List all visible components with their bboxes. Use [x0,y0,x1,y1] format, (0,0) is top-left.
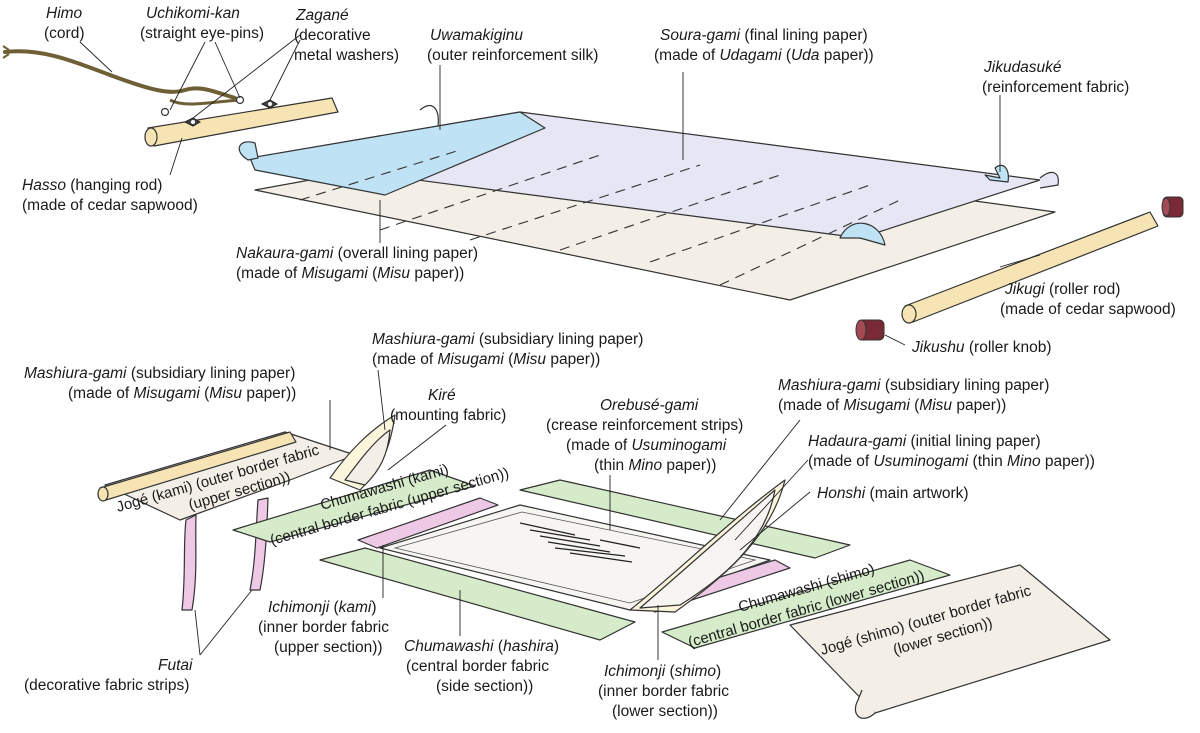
label-jikugi-desc: (made of cedar sapwood) [1000,301,1176,318]
label-kire-desc: (mounting fabric) [390,407,506,424]
futai-strip-right [249,497,269,591]
chumawashi-shimo-strip [661,559,951,649]
label-himo: Himo [46,5,83,22]
jikushu-knob-right [1161,196,1184,218]
label-mashiura-top: Mashiura-gami (subsidiary lining paper) [372,331,643,348]
label-mashiura-left-desc: (made of Misugami (Misu paper)) [68,385,296,402]
label-orebuse: Orebusé-gami [600,397,699,414]
label-hasso: Hasso (hanging rod) [22,177,162,194]
jikugi-roller-rod [901,211,1159,324]
label-futai: Futai [158,657,193,674]
zagane-washer-right [260,99,279,109]
label-mashiura-right: Mashiura-gami (subsidiary lining paper) [778,377,1049,394]
orebuse-gami-strips [519,522,641,563]
label-mashiura-left: Mashiura-gami (subsidiary lining paper) [24,365,295,382]
label-orebuse-desc2: (made of Usuminogami [566,437,727,454]
jikushu-knob-left [855,319,885,341]
label-jikugi: Jikugi (roller rod) [1004,281,1120,298]
label-ichimonji-shimo-desc1: (inner border fabric [598,683,729,700]
label-ichimonji-kami-desc1: (inner border fabric [258,619,389,636]
uchikomi-eyepin-left [160,107,170,117]
label-nakaura-gami-desc: (made of Misugami (Misu paper)) [236,265,464,282]
label-mashiura-top-desc: (made of Misugami (Misu paper)) [372,351,600,368]
uchikomi-eyepin-right [235,95,245,105]
label-jikushu: Jikushu (roller knob) [911,339,1052,356]
zagane-washer-left [183,117,202,127]
label-ichimonji-kami-desc2: (upper section)) [274,639,383,656]
uwamakiginu-silk [249,111,546,196]
jikudasuke-strip [984,164,1010,183]
honshi-inner [393,511,757,604]
soura-rolled-end [1039,171,1059,189]
label-zagane: Zagané [295,7,349,24]
label-soura-gami-desc: (made of Udagami (Uda paper)) [654,47,874,64]
label-ichimonji-shimo: Ichimonji (shimo) [604,663,721,680]
hadaura-gami-curl [629,479,786,613]
label-ichimonji-shimo-desc2: (lower section)) [612,703,718,720]
label-chumawashi-hashira: Chumawashi (hashira) [404,638,559,655]
label-mashiura-right-desc: (made of Misugami (Misu paper)) [778,397,1006,414]
himo-cord-lower [169,98,241,106]
label-kire: Kiré [428,387,456,404]
uwamakiginu-rolled-edge [238,141,259,161]
jikudasuke-curl [839,222,886,246]
chumawashi-hashira-left [319,547,636,641]
label-uwamakiginu: Uwamakiginu [430,27,523,44]
label-hasso-desc: (made of cedar sapwood) [22,197,198,214]
label-uchikomi: Uchikomi-kan [146,5,240,22]
label-ichimonji-kami: Ichimonji (kami) [268,599,377,616]
label-chumawashi-hashira-desc2: (side section)) [436,678,533,695]
label-jikudasuke: Jikudasuké [983,59,1062,76]
label-hadaura-gami-desc: (made of Usuminogami (thin Mino paper)) [808,453,1095,470]
label-soura-gami: Soura-gami (final lining paper) [660,27,868,44]
joge-shimo-panel [789,564,1111,719]
label-uwamakiginu-desc: (outer reinforcement silk) [427,47,598,64]
label-zagane-desc1: (decorative [294,27,371,44]
label-nakaura-gami: Nakaura-gami (overall lining paper) [236,245,478,262]
joge-kami-panel [97,431,356,521]
label-uchikomi-desc: (straight eye-pins) [140,25,264,42]
ichimonji-kami-strip [357,497,499,549]
label-chumawashi-hashira-desc1: (central border fabric [406,658,549,675]
kire-curl [344,429,391,486]
label-orebuse-desc1: (crease reinforcement strips) [546,417,743,434]
himo-cord [3,49,237,100]
hasso-rod [144,97,339,147]
uwamakiginu-top-curl [419,105,439,127]
label-zagane-desc2: metal washers) [294,47,399,64]
label-jikudasuke-desc: (reinforcement fabric) [982,79,1129,96]
futai-strip-left [181,514,197,611]
label-himo-desc: (cord) [44,25,84,42]
label-hadaura-gami: Hadaura-gami (initial lining paper) [808,433,1041,450]
label-honshi: Honshi (main artwork) [817,485,969,502]
chumawashi-kami-strip [232,469,476,543]
mashiura-right-curl [639,489,776,609]
himo-cord-tassel [2,45,10,59]
label-orebuse-desc3: (thin Mino paper)) [594,457,716,474]
label-futai-desc: (decorative fabric strips) [24,677,189,694]
